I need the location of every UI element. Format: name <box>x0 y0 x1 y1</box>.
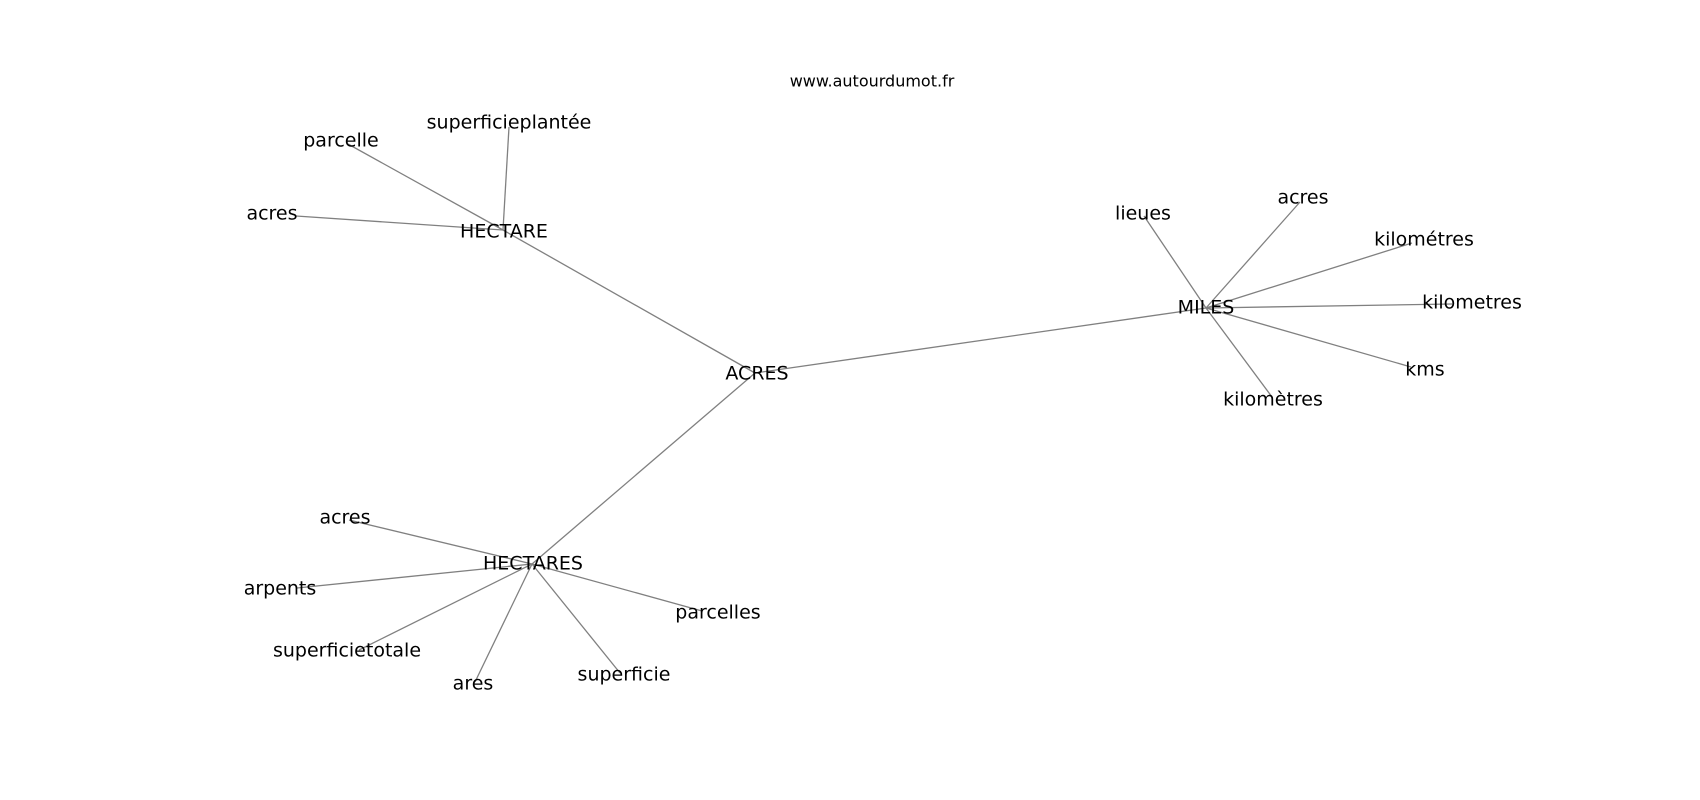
edge-miles-to-miles_kilometres_grave <box>1205 307 1273 398</box>
edge-hectare-to-hectare_superficieplantee <box>502 126 510 231</box>
edge-group <box>295 126 1453 683</box>
node-label-hectare: HECTARE <box>460 221 548 243</box>
edge-acres_root-to-miles <box>754 307 1207 374</box>
edge-hectares-to-hectares_parcelles <box>531 563 703 612</box>
node-label-miles-kms: kms <box>1405 359 1444 381</box>
node-label-hectares-acres: acres <box>319 507 370 529</box>
edge-miles-to-miles_acres <box>1205 201 1301 309</box>
node-label-miles-acres: acres <box>1277 187 1328 209</box>
node-label-hectares-parcelles: parcelles <box>675 602 760 624</box>
edge-miles-to-miles_lieues <box>1143 215 1207 309</box>
edge-hectares-to-hectares_arpents <box>296 563 533 589</box>
edge-hectare-to-hectare_acres <box>295 215 504 231</box>
node-label-hectare-acres: acres <box>246 203 297 225</box>
edge-hectares-to-hectares_superficietotale <box>358 563 533 651</box>
edge-hectare-to-hectare_parcelle <box>347 143 504 231</box>
node-label-miles-lieues: lieues <box>1115 203 1171 225</box>
edge-miles-to-miles_kms <box>1205 307 1412 368</box>
node-label-miles: MILES <box>1178 297 1235 319</box>
edge-acres_root-to-hectare <box>502 229 756 374</box>
node-label-hectares-superficie: superficie <box>578 664 671 686</box>
node-label-hectares-arpents: arpents <box>244 578 317 600</box>
node-label-miles-kilometres-acute: kilométres <box>1374 229 1474 251</box>
node-label-miles-kilometres: kilometres <box>1422 292 1522 314</box>
edge-hectares-to-hectares_ares <box>474 563 533 683</box>
node-label-hectare-superficieplantee: superficieplantée <box>427 112 592 134</box>
node-label-hectares-ares: ares <box>453 673 494 695</box>
source-watermark: www.autourdumot.fr <box>790 72 955 91</box>
edge-miles-to-miles_kilometres <box>1205 303 1453 309</box>
node-label-group: ACRES HECTARE HECTARES MILES parcelle superfi… <box>244 112 1522 695</box>
node-label-acres-root: ACRES <box>725 363 788 385</box>
edge-hectares-to-hectares_acres <box>348 519 533 565</box>
node-label-miles-kilometres-grave: kilomètres <box>1223 389 1323 411</box>
node-label-hectares: HECTARES <box>483 553 583 575</box>
edge-hectares-to-hectares_superficie <box>531 563 621 674</box>
node-label-hectare-parcelle: parcelle <box>303 130 378 152</box>
edge-miles-to-miles_kilometres_acute <box>1205 242 1413 309</box>
edge-acres_root-to-hectares <box>531 372 756 565</box>
node-label-hectares-superficietotale: superficietotale <box>273 640 421 662</box>
